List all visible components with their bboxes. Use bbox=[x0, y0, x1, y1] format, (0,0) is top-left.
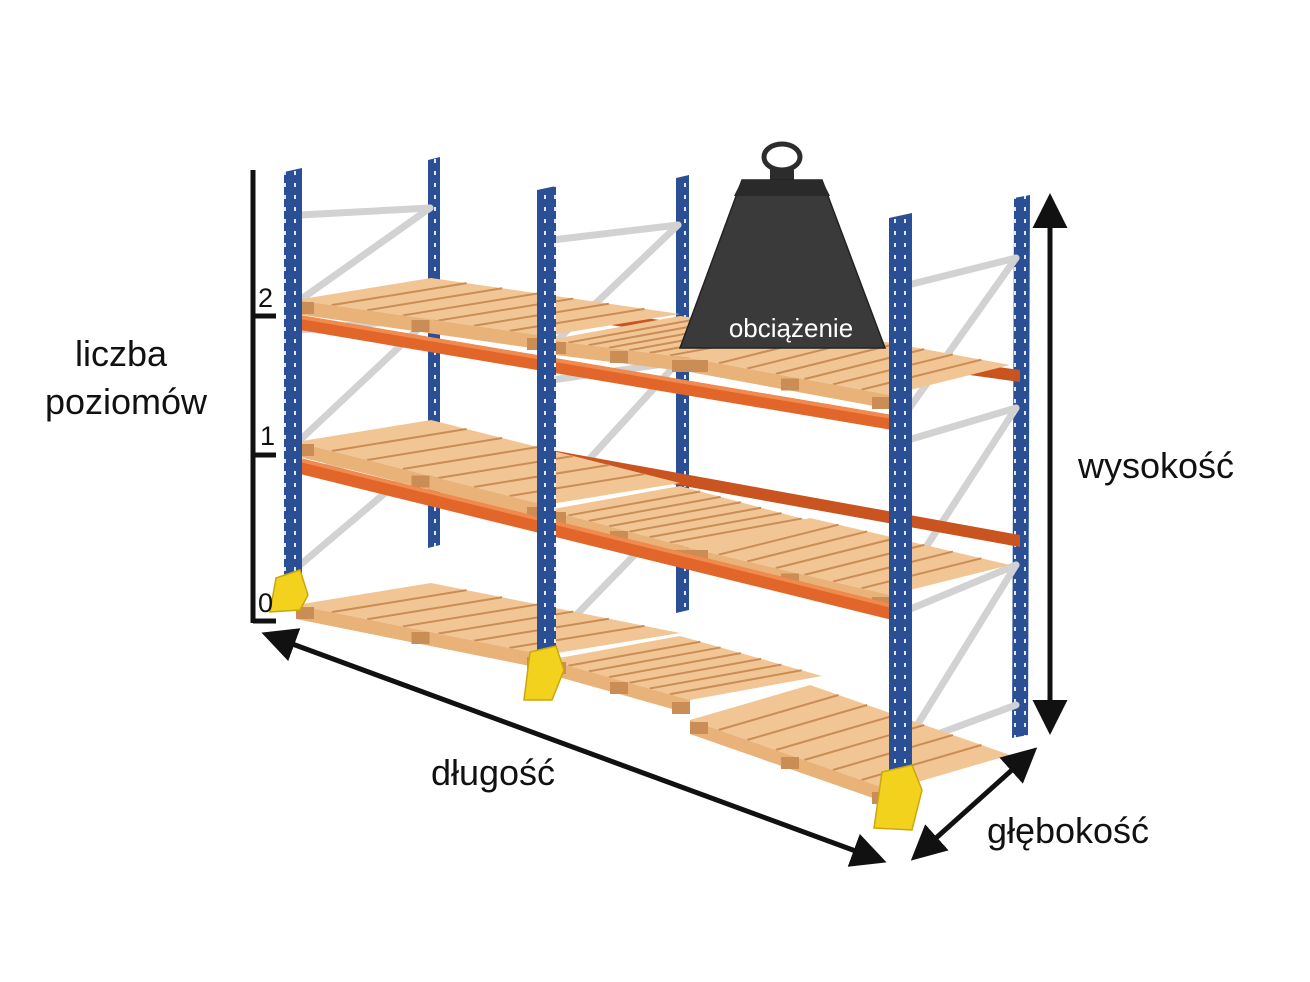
pallet-slat bbox=[509, 473, 645, 497]
pallet-slat bbox=[402, 446, 538, 470]
pallet-block bbox=[781, 378, 799, 391]
pallet-slat bbox=[649, 512, 782, 539]
pallet-slat bbox=[746, 530, 868, 563]
pallet-block bbox=[872, 397, 890, 409]
pallet-block bbox=[672, 702, 690, 714]
level-number-2: 2 bbox=[258, 283, 273, 313]
pallet-slat bbox=[366, 437, 503, 461]
pallet-block bbox=[610, 351, 628, 363]
upright-front-1 bbox=[284, 168, 302, 604]
pallet-slat bbox=[366, 596, 503, 621]
pallet-slat bbox=[331, 589, 467, 614]
dimension-arrows bbox=[261, 193, 1068, 867]
pallet-slat bbox=[568, 317, 701, 344]
pallet-slat bbox=[861, 358, 982, 391]
pallet-slat bbox=[366, 287, 503, 312]
pallet-block bbox=[411, 475, 430, 488]
depth-label: głębokość bbox=[987, 810, 1149, 851]
pallet-slat bbox=[775, 537, 896, 570]
pallet-slat bbox=[588, 495, 721, 522]
level-number-1: 1 bbox=[260, 421, 275, 451]
pallet-block bbox=[781, 757, 799, 769]
length-label: długość bbox=[431, 752, 555, 793]
load-weight-icon: obciążenie bbox=[678, 141, 887, 349]
pallet bbox=[690, 518, 1010, 595]
level-bracket bbox=[250, 170, 276, 624]
pallet-slat bbox=[509, 307, 645, 332]
levels-count-label-line1: liczba bbox=[75, 333, 168, 374]
pallet-block bbox=[610, 682, 628, 694]
pallet-block bbox=[690, 360, 708, 372]
pallet-slat bbox=[568, 490, 701, 517]
front-beams bbox=[288, 313, 892, 620]
pallet-block bbox=[690, 722, 708, 734]
pallet bbox=[296, 278, 680, 336]
pallet-slat bbox=[402, 292, 538, 317]
pallet-slat bbox=[718, 523, 839, 556]
foot-guard-2 bbox=[523, 645, 565, 701]
foot-guard-3 bbox=[873, 764, 923, 831]
length-arrow bbox=[261, 628, 887, 867]
pallet-slat bbox=[402, 603, 538, 628]
pallet-block bbox=[672, 360, 690, 372]
levels-count-label-line2: poziomów bbox=[45, 381, 208, 422]
upright-front-3 bbox=[889, 213, 912, 800]
pallet-slat bbox=[331, 428, 467, 452]
pallet-slat bbox=[608, 501, 742, 528]
front-uprights bbox=[284, 168, 912, 800]
depth-arrow bbox=[910, 747, 1038, 861]
pallet-block bbox=[411, 632, 430, 644]
level-number-0: 0 bbox=[258, 588, 273, 618]
load-label: obciążenie bbox=[729, 313, 853, 343]
foot-guard-1 bbox=[269, 569, 309, 613]
pallet-block bbox=[411, 320, 430, 332]
pallet-slat bbox=[775, 342, 896, 375]
pallet-slat bbox=[331, 282, 467, 307]
pallet-slat bbox=[628, 506, 762, 533]
upright-back-3 bbox=[1012, 195, 1030, 738]
pallet-slat bbox=[669, 517, 802, 544]
pallet-slat bbox=[861, 557, 982, 590]
upright-front-2 bbox=[537, 186, 556, 674]
height-label: wysokość bbox=[1077, 445, 1234, 486]
